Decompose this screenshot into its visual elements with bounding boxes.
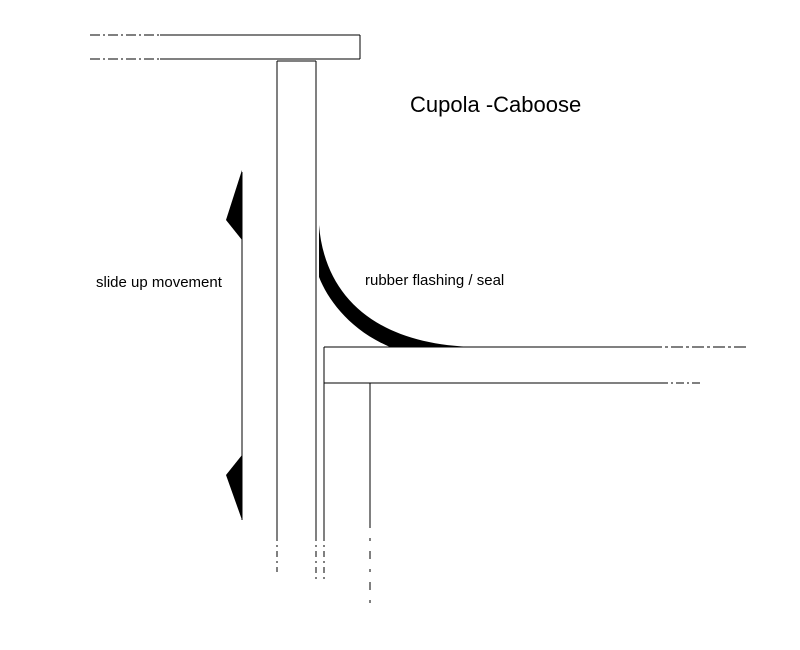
rubber-flashing-seal: [319, 225, 475, 347]
sliding-wall: [276, 60, 317, 582]
top-cap-plate: [90, 34, 361, 60]
movement-arrow-down-head: [226, 455, 242, 520]
slide-movement-label: slide up movement: [96, 274, 222, 291]
movement-arrow-up-head: [226, 170, 242, 240]
diagram-title: Cupola -Caboose: [410, 92, 582, 117]
flashing-seal-label: rubber flashing / seal: [365, 272, 505, 289]
roof-plate: [323, 346, 748, 612]
